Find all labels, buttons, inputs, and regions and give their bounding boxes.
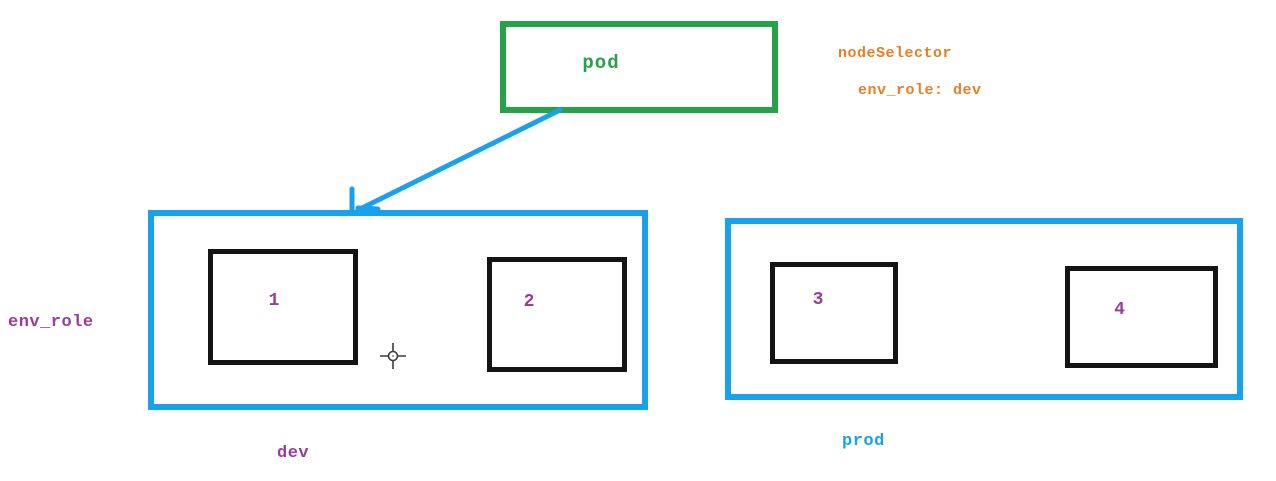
node-label-4: 4 [1114,300,1125,320]
node-group-prod[interactable] [725,218,1243,400]
node-box-2[interactable]: 2 [487,257,627,372]
nodeselector-annotation-line1[interactable]: nodeSelector [838,45,953,62]
node-box-3[interactable]: 3 [770,262,898,364]
nodeselector-annotation-line2[interactable]: env_role: dev [858,82,982,99]
node-group-dev[interactable] [148,210,648,410]
pod-to-dev-arrow[interactable] [349,107,563,213]
pod-label: pod [582,52,620,74]
group-label-prod[interactable]: prod [842,432,885,451]
node-label-3: 3 [812,290,824,310]
env-role-label[interactable]: env_role [8,313,94,332]
node-box-1[interactable]: 1 [208,249,358,365]
group-label-dev[interactable]: dev [277,444,310,463]
pod-box[interactable]: pod [500,21,778,113]
node-label-1: 1 [268,291,280,311]
node-label-2: 2 [523,291,535,312]
node-box-4[interactable]: 4 [1065,266,1218,368]
